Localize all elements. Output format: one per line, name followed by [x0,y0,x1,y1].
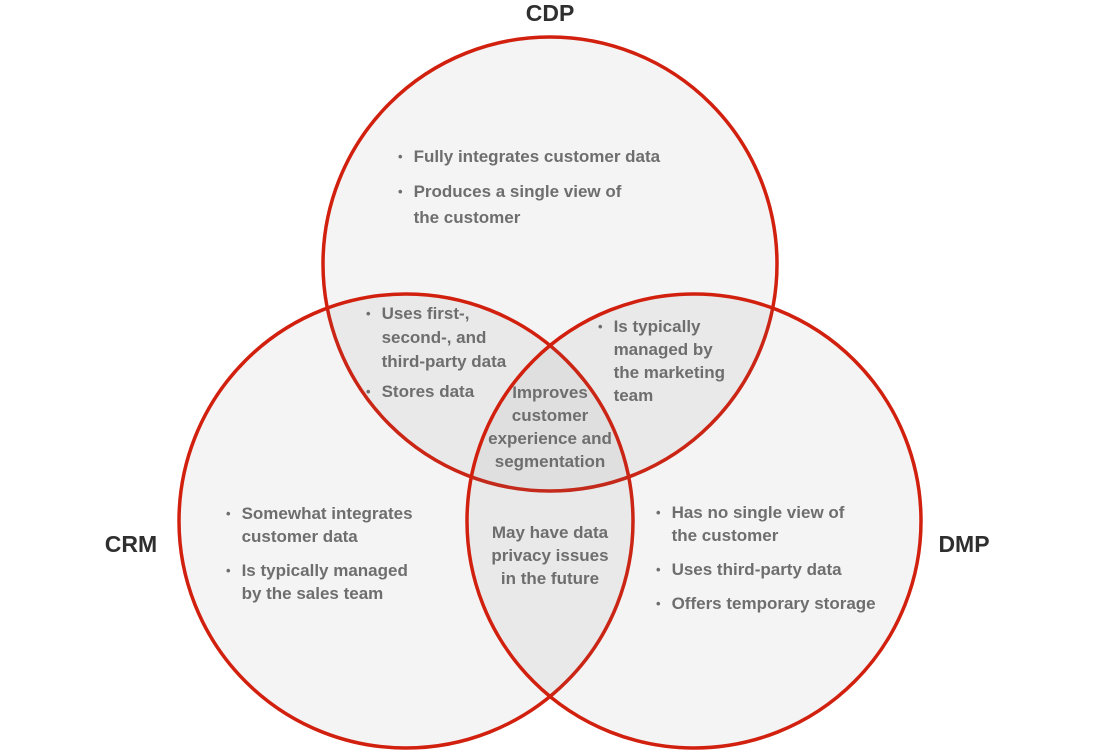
cdp-crm-item-text: Uses first-, second-, and third-party da… [381,304,507,371]
cdp-item-text: Produces a single view of the customer [413,182,622,227]
dmp-item-text: Has no single view of the customer [671,503,845,545]
bullet-icon: • [656,562,661,577]
bullet-icon: • [398,184,403,199]
bullet-icon: • [656,505,661,520]
dmp-circle [465,292,923,750]
list-item: • Stores data [366,380,506,404]
crm-circle [177,292,635,750]
list-item: • Somewhat integrates customer data [226,502,413,548]
list-item: • Uses first-, second-, and third-party … [366,302,506,374]
list-item: • Has no single view of the customer [656,501,876,547]
list-item: • Produces a single view of the customer [398,179,660,231]
list-item: • Is typically managed by the marketing … [598,315,725,407]
crm-items: • Somewhat integrates customer data • Is… [226,502,413,616]
cdp-dmp-item-text: Is typically managed by the marketing te… [613,317,726,405]
dmp-item-text: Uses third-party data [671,560,842,579]
list-item: • Offers temporary storage [656,592,876,615]
cdp-crm-overlap-items: • Uses first-, second-, and third-party … [366,302,506,410]
bullet-icon: • [656,596,661,611]
crm-item-text: Is typically managed by the sales team [241,561,408,603]
dmp-items: • Has no single view of the customer • U… [656,501,876,626]
bullet-icon: • [598,319,603,334]
list-item: • Is typically managed by the sales team [226,559,413,605]
list-item: • Uses third-party data [656,558,876,581]
dmp-label: DMP [938,531,990,557]
bullet-icon: • [226,506,231,521]
cdp-label: CDP [525,0,575,26]
crm-dmp-overlap-text: May have data privacy issues in the futu… [491,523,609,588]
bullet-icon: • [398,149,403,164]
cdp-item-text: Fully integrates customer data [413,147,661,166]
list-item: • Fully integrates customer data [398,144,660,170]
bullet-icon: • [366,384,371,399]
cdp-circle [321,35,779,493]
cdp-items: • Fully integrates customer data • Produ… [398,144,660,240]
center-overlap-text: Improves customer experience and segment… [488,383,612,471]
crm-item-text: Somewhat integrates customer data [241,504,413,546]
bullet-icon: • [366,306,371,321]
dmp-item-text: Offers temporary storage [671,594,876,613]
cdp-dmp-overlap-items: • Is typically managed by the marketing … [598,315,725,407]
cdp-crm-item-text: Stores data [381,382,475,401]
crm-label: CRM [104,531,158,557]
bullet-icon: • [226,563,231,578]
